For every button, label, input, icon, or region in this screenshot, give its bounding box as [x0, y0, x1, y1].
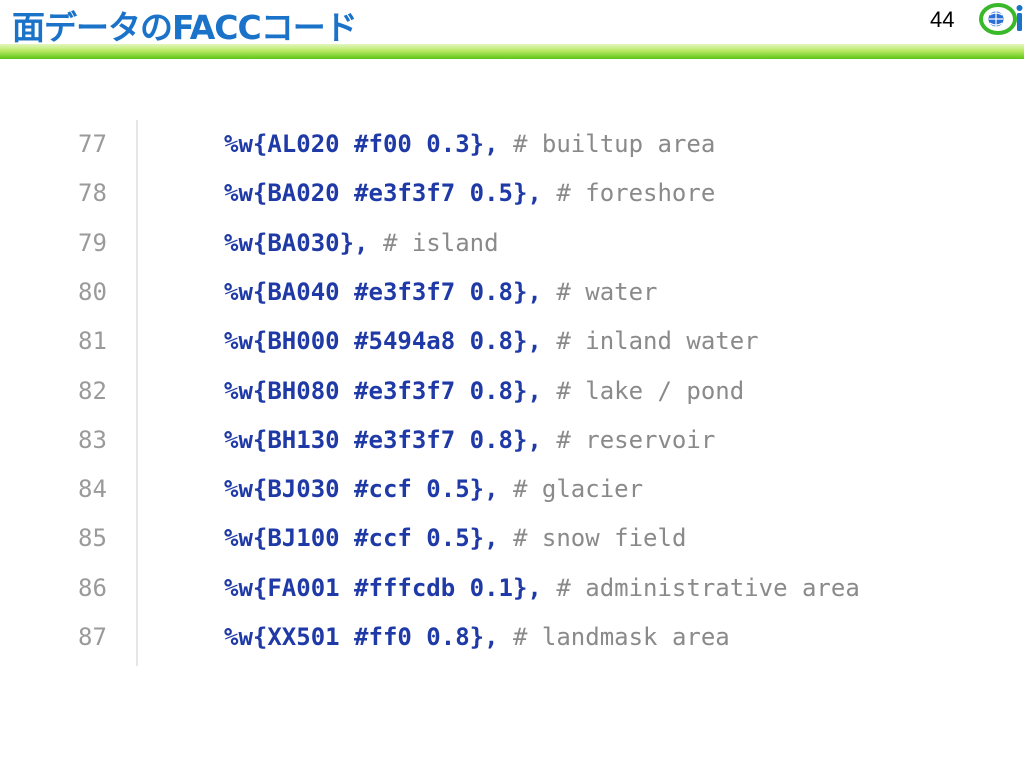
gutter-divider	[136, 120, 138, 666]
code-text: %w{FA001 #fffcdb 0.1}, # administrative …	[224, 572, 860, 604]
line-number: 82	[78, 376, 107, 405]
code-expression: %w{AL020 #f00 0.3},	[224, 130, 499, 158]
code-text: %w{BJ100 #ccf 0.5}, # snow field	[224, 522, 686, 554]
code-line: 79 %w{BA030}, # island	[0, 219, 1024, 268]
code-line: 86 %w{FA001 #fffcdb 0.1}, # administrati…	[0, 564, 1024, 613]
code-text: %w{AL020 #f00 0.3}, # builtup area	[224, 128, 715, 160]
code-line: 80 %w{BA040 #e3f3f7 0.8}, # water	[0, 268, 1024, 317]
code-line: 87 %w{XX501 #ff0 0.8}, # landmask area	[0, 613, 1024, 662]
code-comment: # reservoir	[541, 425, 716, 454]
page-number: 44	[930, 7, 955, 32]
code-line: 85 %w{BJ100 #ccf 0.5}, # snow field	[0, 514, 1024, 563]
code-comment: # water	[541, 277, 658, 306]
line-number: 80	[78, 277, 107, 306]
code-comment: # snow field	[498, 524, 687, 553]
code-line: 77 %w{AL020 #f00 0.3}, # builtup area	[0, 120, 1024, 169]
code-comment: # administrative area	[541, 573, 860, 602]
line-number: 79	[78, 228, 107, 257]
line-number: 77	[78, 130, 107, 158]
code-expression: %w{BA030},	[224, 228, 369, 257]
line-number: 78	[78, 179, 107, 208]
code-line: 78 %w{BA020 #e3f3f7 0.5}, # foreshore	[0, 169, 1024, 218]
organization-logo-icon	[979, 3, 1023, 35]
code-line: 83 %w{BH130 #e3f3f7 0.8}, # reservoir	[0, 416, 1024, 465]
code-text: %w{BH130 #e3f3f7 0.8}, # reservoir	[224, 424, 715, 456]
code-comment: # island	[368, 228, 499, 257]
code-expression: %w{BH000 #5494a8 0.8},	[224, 327, 542, 356]
line-number: 85	[78, 524, 107, 553]
slide-title: 面データのFACCコード	[12, 8, 358, 47]
code-expression: %w{BA040 #e3f3f7 0.8},	[224, 277, 542, 306]
code-expression: %w{XX501 #ff0 0.8},	[224, 623, 499, 651]
code-expression: %w{FA001 #fffcdb 0.1},	[224, 573, 542, 602]
code-text: %w{BJ030 #ccf 0.5}, # glacier	[224, 473, 643, 505]
code-line: 81 %w{BH000 #5494a8 0.8}, # inland water	[0, 317, 1024, 366]
code-expression: %w{BJ100 #ccf 0.5},	[224, 524, 499, 553]
code-comment: # lake / pond	[541, 376, 745, 405]
code-expression: %w{BH080 #e3f3f7 0.8},	[224, 376, 542, 405]
slide-header: 面データのFACCコード 44	[0, 0, 1024, 62]
line-number: 86	[78, 573, 107, 602]
header-divider	[0, 44, 1024, 59]
code-expression: %w{BJ030 #ccf 0.5},	[224, 475, 499, 504]
code-comment: # landmask area	[498, 623, 730, 651]
line-number: 87	[78, 623, 107, 651]
code-text: %w{BH080 #e3f3f7 0.8}, # lake / pond	[224, 375, 744, 407]
code-comment: # glacier	[498, 475, 644, 504]
code-comment: # foreshore	[541, 179, 716, 208]
code-text: %w{BA020 #e3f3f7 0.5}, # foreshore	[224, 177, 715, 209]
code-line: 82 %w{BH080 #e3f3f7 0.8}, # lake / pond	[0, 367, 1024, 416]
code-line: 84 %w{BJ030 #ccf 0.5}, # glacier	[0, 465, 1024, 514]
code-comment: # inland water	[541, 327, 759, 356]
line-number: 84	[78, 475, 107, 504]
code-text: %w{BA030}, # island	[224, 227, 499, 259]
code-comment: # builtup area	[498, 130, 716, 158]
code-expression: %w{BA020 #e3f3f7 0.5},	[224, 179, 542, 208]
code-block: 77 %w{AL020 #f00 0.3}, # builtup area 78…	[0, 120, 1024, 666]
line-number: 83	[78, 425, 107, 454]
code-text: %w{BH000 #5494a8 0.8}, # inland water	[224, 325, 759, 357]
line-number: 81	[78, 327, 107, 356]
code-expression: %w{BH130 #e3f3f7 0.8},	[224, 425, 542, 454]
code-text: %w{XX501 #ff0 0.8}, # landmask area	[224, 621, 730, 653]
code-text: %w{BA040 #e3f3f7 0.8}, # water	[224, 276, 657, 308]
